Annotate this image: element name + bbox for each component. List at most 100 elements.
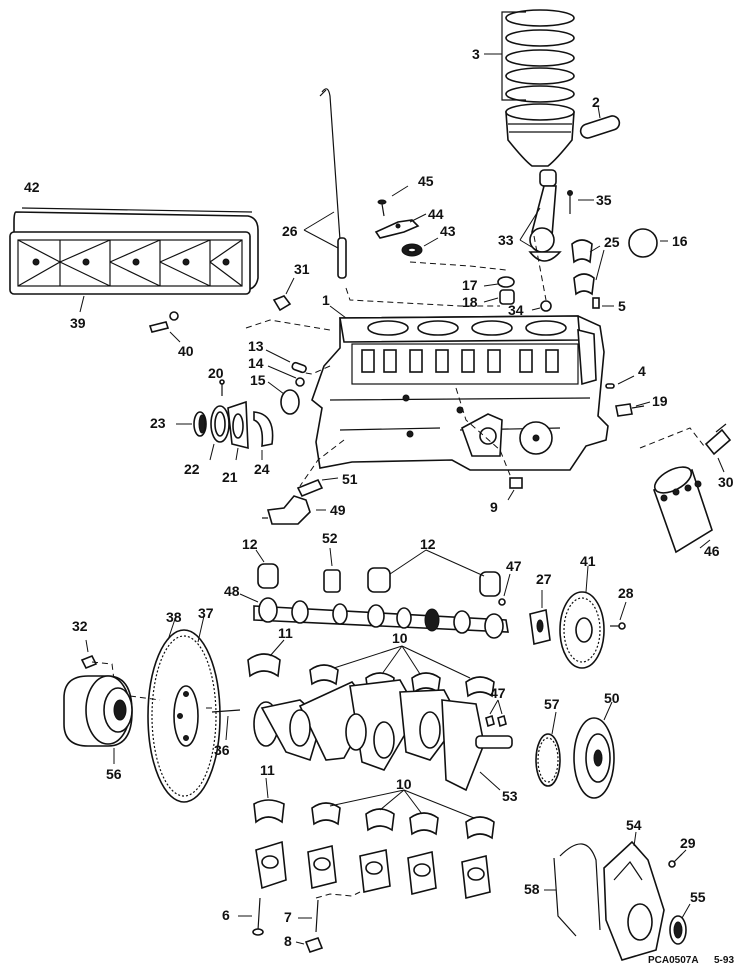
- retainer-22: [209, 405, 230, 461]
- callout-52: 52: [322, 530, 338, 546]
- oil-filter: [653, 466, 713, 554]
- nut-8: [295, 937, 324, 953]
- callout-5: 5: [618, 298, 626, 314]
- main-bearings-lower: [253, 777, 495, 840]
- callout-58: 58: [524, 881, 540, 897]
- main-caps: [255, 840, 491, 899]
- callout-56: 56: [106, 766, 122, 782]
- plug-14: [267, 365, 305, 387]
- callout-7: 7: [284, 909, 292, 925]
- callout-9: 9: [490, 499, 498, 515]
- callout-54: 54: [626, 817, 642, 833]
- cover-bolts: [148, 311, 181, 343]
- date-code: 5-93: [714, 955, 734, 966]
- callout-3: 3: [472, 46, 480, 62]
- bolt-51: [296, 477, 339, 498]
- callout-42: 42: [24, 179, 40, 195]
- camshaft: [239, 593, 509, 639]
- callout-2: 2: [592, 94, 600, 110]
- stud-36: [211, 709, 241, 741]
- timing-gasket: [544, 843, 601, 937]
- seal-23: [176, 411, 207, 437]
- rod-bearings: [571, 239, 605, 296]
- oil-pump: [262, 495, 326, 525]
- callout-17: 17: [462, 277, 478, 293]
- valve-cover-gasket: [9, 231, 251, 313]
- callout-4: 4: [638, 363, 646, 379]
- callout-26: 26: [282, 223, 298, 239]
- callout-12: 12: [242, 536, 258, 552]
- rod-bolt: [567, 190, 594, 214]
- cam-plug-52: [323, 547, 341, 593]
- piston: [505, 103, 575, 167]
- callout-1: 1: [322, 292, 330, 308]
- callout-29: 29: [680, 835, 696, 851]
- callout-13: 13: [248, 338, 264, 354]
- plug-31: [272, 277, 295, 312]
- bolt-29: [668, 849, 687, 868]
- thrust-plate-27: [529, 590, 551, 645]
- callout-40: 40: [178, 343, 194, 359]
- timing-seal: [669, 903, 691, 945]
- dipstick: [303, 88, 347, 279]
- gasket-24: [253, 411, 274, 460]
- bearing-cap: [628, 228, 668, 258]
- callout-46: 46: [704, 543, 720, 559]
- callout-27: 27: [536, 571, 552, 587]
- piston-rings: [484, 9, 575, 103]
- callout-30: 30: [718, 474, 734, 490]
- fitting-9: [507, 477, 523, 501]
- callout-34: 34: [508, 302, 524, 318]
- bolt-6: [238, 897, 264, 936]
- nut-32: [80, 639, 98, 670]
- document-code: PCA0507A: [648, 955, 699, 966]
- callout-10: 10: [392, 630, 408, 646]
- rocker-arm: [374, 213, 427, 239]
- crank-gear: [535, 711, 561, 787]
- rocker-seal: [401, 237, 439, 257]
- callout-15: 15: [250, 372, 266, 388]
- plug-34: [531, 300, 552, 312]
- pin-20: [219, 379, 225, 396]
- callout-38: 38: [166, 609, 182, 625]
- callout-37: 37: [198, 605, 214, 621]
- stud-7: [298, 899, 319, 933]
- connecting-rod: [519, 169, 562, 262]
- callout-32: 32: [72, 618, 88, 634]
- callout-55: 55: [690, 889, 706, 905]
- callout-22: 22: [184, 461, 200, 477]
- callout-11: 11: [278, 625, 293, 641]
- callout-8: 8: [284, 933, 292, 949]
- cam-bearings: [255, 549, 501, 597]
- dowel-4: [605, 375, 635, 389]
- plug-15: [267, 381, 300, 415]
- flywheel: [147, 615, 221, 803]
- callout-49: 49: [330, 502, 346, 518]
- callout-50: 50: [604, 690, 620, 706]
- callout-53: 53: [502, 788, 518, 804]
- callout-19: 19: [652, 393, 668, 409]
- rocker-stud: [377, 185, 409, 217]
- piston-pin: [579, 105, 621, 139]
- callout-39: 39: [70, 315, 86, 331]
- sensor-19: [615, 401, 651, 417]
- callout-43: 43: [440, 223, 456, 239]
- callouts: 3 2 42 45 35 44 26 43 33 25 16 31 17 18 …: [24, 46, 734, 966]
- timing-cover: [603, 831, 665, 961]
- dowel-pin: [592, 297, 614, 309]
- callout-23: 23: [150, 415, 166, 431]
- callout-57: 57: [544, 696, 560, 712]
- callout-20: 20: [208, 365, 224, 381]
- bolt-28: [610, 601, 627, 630]
- callout-16: 16: [672, 233, 688, 249]
- callout-44: 44: [428, 206, 444, 222]
- callout-47b: 47: [490, 685, 506, 701]
- crankshaft: [253, 679, 513, 792]
- callout-36: 36: [214, 742, 230, 758]
- callout-24: 24: [254, 461, 270, 477]
- callout-21: 21: [222, 469, 238, 485]
- coupler-hub: [63, 675, 133, 764]
- pins-47b: [485, 699, 507, 728]
- callout-47: 47: [506, 558, 522, 574]
